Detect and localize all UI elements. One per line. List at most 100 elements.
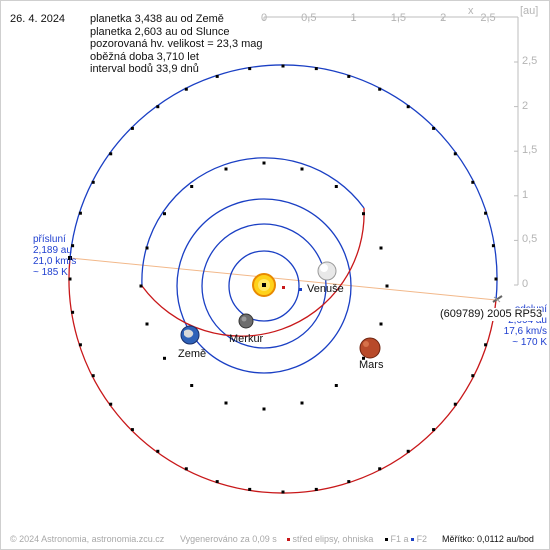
orbit-point <box>334 185 338 188</box>
x-tick-label: 2,5 <box>480 12 496 24</box>
axis-unit-label: [au] <box>520 5 539 17</box>
center-legend-swatch <box>287 538 290 542</box>
footer-generated: Vygenerováno za 0,09 s <box>180 534 277 544</box>
orbit-point <box>91 180 95 184</box>
orbit-point <box>91 374 95 378</box>
venus-orbit <box>201 223 327 349</box>
center-legend-text: střed elipsy, ohniska <box>292 534 374 544</box>
mars-planet <box>359 337 381 359</box>
venus-planet <box>317 261 337 281</box>
orbit-point-markers <box>68 64 498 494</box>
mars-label: Mars <box>359 359 384 371</box>
orbit-point <box>224 167 228 171</box>
info-earth-distance: planetka 3,438 au od Země <box>90 13 224 25</box>
x-tick-label: 0,5 <box>301 12 317 24</box>
earth-planet <box>180 325 200 345</box>
orbit-point <box>130 126 134 130</box>
perihelion-distance: 2,189 au <box>33 245 72 256</box>
x-axis-label: x <box>468 5 474 17</box>
orbit-point <box>314 67 318 71</box>
mars-orbit-below <box>141 207 365 337</box>
orbit-point <box>484 211 488 215</box>
orbit-point <box>71 244 75 248</box>
perihelion-speed: 21,0 km/s <box>33 256 77 267</box>
orbit-point <box>190 384 194 387</box>
aphelion-temperature: ~ 170 K <box>512 337 547 348</box>
orbit-point <box>184 467 188 471</box>
y-tick-label: 1,5 <box>522 144 538 157</box>
orbit-point <box>68 277 72 281</box>
orbit-point <box>347 74 351 78</box>
y-tick-label: 0,5 <box>522 233 538 246</box>
mercury-orbit <box>228 250 300 322</box>
x-tick-label: 1,5 <box>390 12 407 24</box>
earth-orbit <box>176 198 352 374</box>
orbit-point <box>385 284 389 288</box>
orbit-point <box>109 152 113 156</box>
footer-scale: Měřítko: 0,0112 au/bod <box>442 534 534 544</box>
orbit-point <box>406 105 410 109</box>
y-tick-label: 0 <box>522 278 529 290</box>
orbit-point <box>406 449 410 453</box>
y-tick-label: 2 <box>522 99 529 112</box>
orbit-point <box>471 180 475 184</box>
earth-label: Země <box>178 348 207 360</box>
x-tick-label: 1 <box>350 12 357 24</box>
orbit-point <box>145 322 149 326</box>
orbit-point <box>139 284 143 288</box>
orbit-point <box>378 87 382 91</box>
footer-legend-center: střed elipsy, ohniska <box>287 534 373 544</box>
orbit-point <box>262 161 266 165</box>
orbit-point <box>362 356 365 360</box>
orbit-point <box>281 490 285 494</box>
info-point-interval: interval bodů 33,9 dnů <box>90 63 199 75</box>
asteroid-label: (609789) 2005 RP53 <box>440 308 543 321</box>
orbit-point <box>379 246 383 250</box>
orbit-point <box>300 401 304 405</box>
asteroid-orbit-below <box>68 257 497 494</box>
orbit-point <box>248 67 252 71</box>
x-tick-label: 0 <box>260 12 268 24</box>
info-orbital-period: oběžná doba 3,710 let <box>90 50 199 63</box>
orbit-point <box>432 428 436 432</box>
asteroid-marker <box>492 295 503 303</box>
orbit-point <box>334 384 338 387</box>
date-label: 26. 4. 2024 <box>10 13 66 25</box>
orbit-point <box>362 212 365 216</box>
f1-legend-swatch <box>385 538 388 542</box>
orbit-point <box>215 74 219 78</box>
orbit-point <box>378 467 382 471</box>
orbit-point <box>224 401 228 405</box>
aphelion-speed: 17,6 km/s <box>503 326 547 337</box>
ellipse-center-marker <box>282 286 285 289</box>
y-ticks <box>514 61 518 286</box>
perihelion-title: přísluní <box>33 234 66 245</box>
f2-legend-swatch <box>411 538 415 542</box>
orbit-point <box>262 407 266 411</box>
orbit-point <box>471 374 475 378</box>
orbit-point <box>215 480 219 484</box>
venus-label: Venuše <box>307 283 344 295</box>
orbit-point <box>453 402 457 406</box>
info-magnitude: pozorovaná hv. velikost = 23,3 mag <box>90 38 263 50</box>
x-ticks <box>263 17 489 21</box>
orbit-point <box>163 356 166 360</box>
orbit-point <box>347 480 351 484</box>
asteroid-orbit-above <box>69 64 498 301</box>
orbit-point <box>156 449 160 453</box>
orbit-point <box>281 64 285 68</box>
perihelion-marker <box>68 256 72 260</box>
orbit-point <box>71 310 75 314</box>
mercury-label: Merkur <box>229 333 264 345</box>
mars-orbit-above <box>141 157 365 287</box>
orbit-point <box>130 428 134 432</box>
focus-f2-marker <box>299 288 302 291</box>
orbit-point <box>432 126 436 130</box>
f2-legend-text: F2 <box>416 534 428 544</box>
orbit-point <box>156 105 160 109</box>
orbit-point <box>78 211 82 215</box>
orbit-point <box>484 343 488 347</box>
orbit-point <box>314 487 318 491</box>
mercury-planet <box>238 313 254 329</box>
